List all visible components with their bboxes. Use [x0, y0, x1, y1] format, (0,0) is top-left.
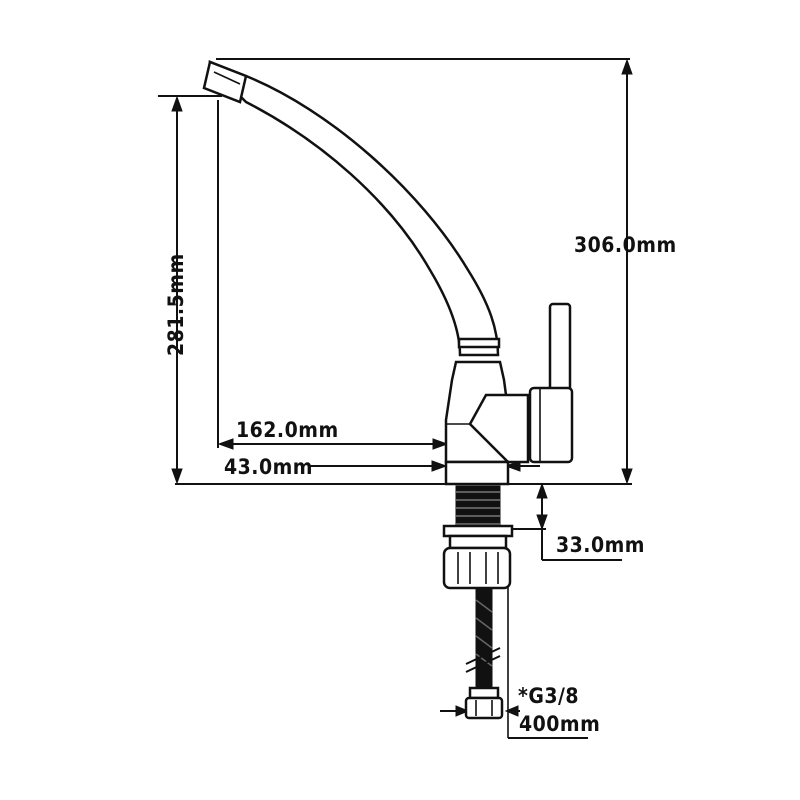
braided-hose — [465, 587, 501, 689]
spout — [202, 60, 501, 357]
shank-length-dimension — [506, 482, 622, 561]
spout-reach-dimension — [217, 100, 449, 450]
spout-reach-label: 162.0mm — [236, 418, 339, 442]
cartridge-housing — [468, 393, 530, 464]
shank-length-label: 33.0mm — [556, 533, 645, 557]
handle — [528, 302, 574, 464]
hose-connector — [464, 686, 504, 720]
threaded-shank — [442, 485, 514, 538]
faucet-body — [444, 360, 530, 464]
break-mark — [465, 647, 501, 665]
mounting-nut — [442, 534, 512, 590]
base-diameter-label: 43.0mm — [224, 455, 313, 479]
total-height-label: 306.0mm — [574, 233, 677, 257]
base-flange — [444, 460, 510, 486]
hose-length-label: 400mm — [519, 712, 600, 736]
handle-base — [528, 386, 574, 464]
total-height-dimension — [621, 58, 633, 485]
connector-dimension — [440, 564, 588, 739]
connector-thread-label: *G3/8 — [518, 684, 579, 708]
spout-ring — [457, 337, 501, 349]
spout-height-dimension — [171, 95, 183, 485]
spout-height-label: 281.5mm — [164, 253, 188, 356]
base-diameter-dimension — [310, 460, 540, 472]
